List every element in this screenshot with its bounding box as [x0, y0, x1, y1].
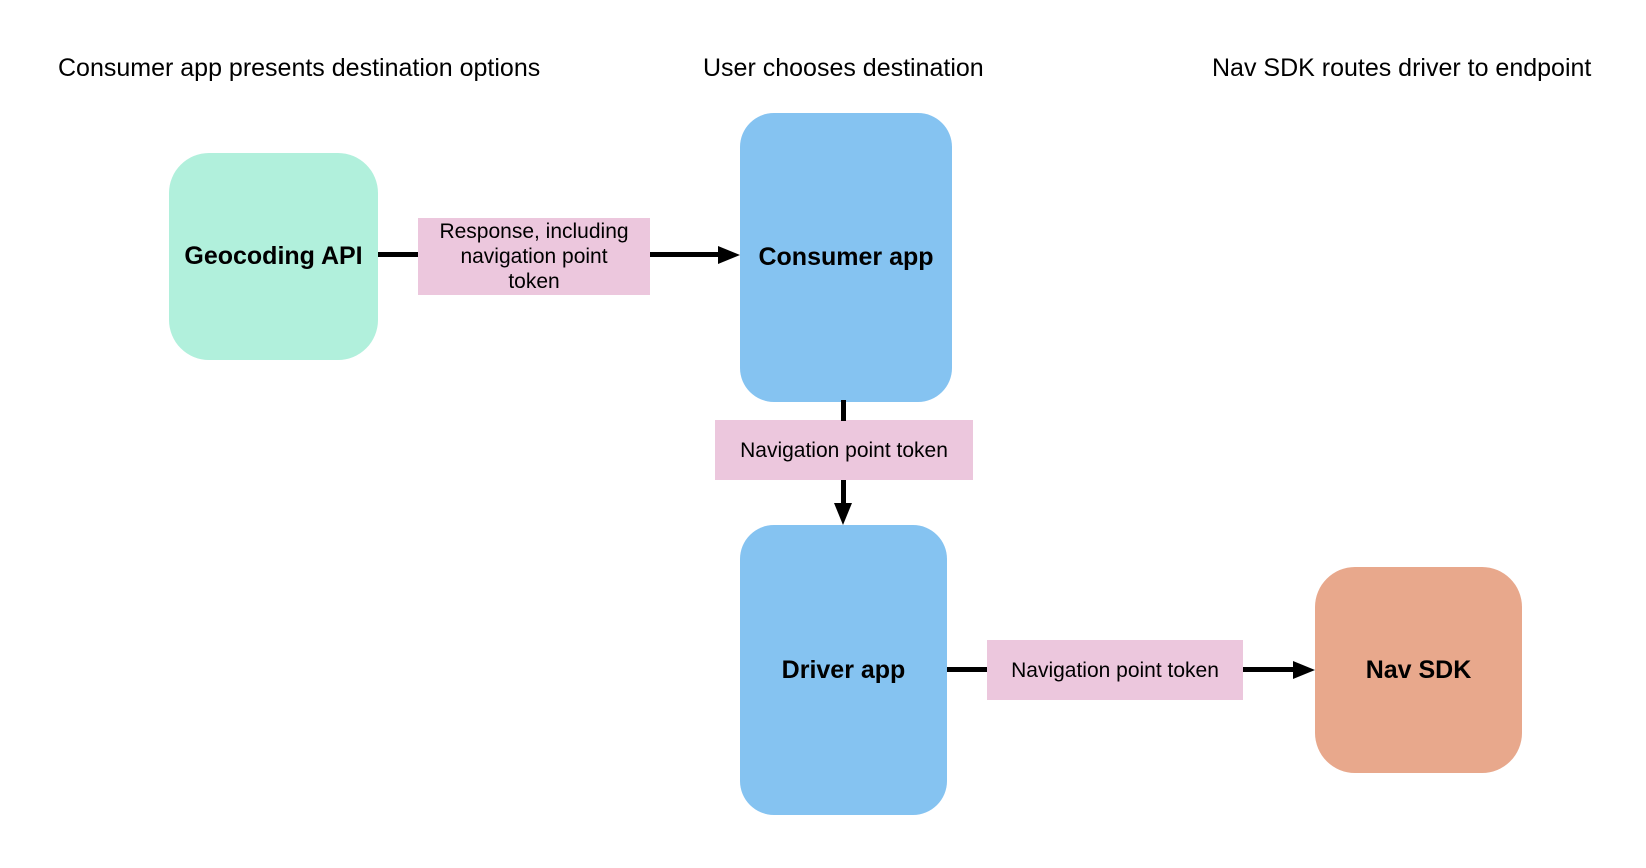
edge-label-navigation-point-token-2-text: Navigation point token — [1011, 658, 1219, 682]
arrowhead-right-icon — [718, 246, 740, 264]
stage-heading-consumer-presents: Consumer app presents destination option… — [58, 54, 541, 82]
node-nav-sdk: Nav SDK — [1315, 567, 1522, 773]
arrowhead-right-icon — [1293, 661, 1315, 679]
edge-label-response-including-token: Response, including navigation point tok… — [418, 218, 650, 295]
node-driver-app-label: Driver app — [781, 655, 906, 684]
node-nav-sdk-label: Nav SDK — [1365, 655, 1472, 684]
node-geocoding-api-label: Geocoding API — [184, 242, 363, 270]
connector-driver-to-label — [947, 667, 987, 672]
edge-label-navigation-point-token-2: Navigation point token — [987, 640, 1243, 700]
edge-label-navigation-point-token-1-text: Navigation point token — [740, 438, 948, 462]
stage-heading-navsdk-routes: Nav SDK routes driver to endpoint — [1212, 54, 1592, 82]
node-consumer-app-label: Consumer app — [758, 243, 934, 271]
node-geocoding-api: Geocoding API — [169, 153, 378, 360]
connector-label-to-consumer — [650, 252, 720, 257]
connector-label-to-driver — [841, 480, 846, 505]
connector-label-to-navsdk — [1243, 667, 1295, 672]
edge-label-navigation-point-token-1: Navigation point token — [715, 420, 973, 480]
connector-geocoding-to-label — [378, 252, 418, 257]
node-consumer-app: Consumer app — [740, 113, 952, 402]
arrowhead-down-icon — [834, 503, 852, 525]
edge-label-response-text: Response, including navigation point tok… — [439, 220, 629, 293]
stage-heading-user-chooses: User chooses destination — [703, 54, 984, 82]
connector-consumer-to-label — [841, 400, 846, 421]
node-driver-app: Driver app — [740, 525, 947, 815]
